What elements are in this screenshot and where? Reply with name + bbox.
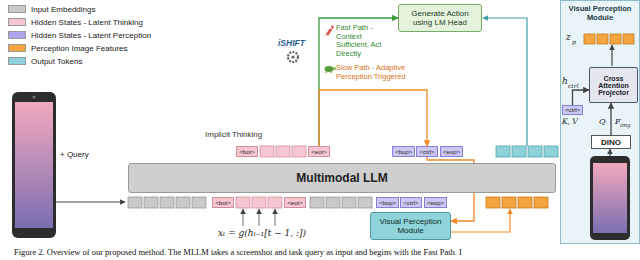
node-text: Multimodal LLM bbox=[296, 171, 387, 185]
legend-row: Input Embeddings bbox=[8, 3, 96, 15]
connector bbox=[319, 18, 398, 146]
perception-token: <ctrl> bbox=[400, 197, 422, 208]
node-text: Visual Perception Module bbox=[372, 217, 449, 235]
phone-body bbox=[12, 92, 56, 238]
thinking-token: <eot> bbox=[308, 146, 330, 157]
phone-screen bbox=[593, 163, 627, 233]
legend-swatch bbox=[8, 18, 26, 26]
node-text: <ctrl> bbox=[403, 200, 418, 206]
gear-icon bbox=[288, 52, 298, 62]
perception-box: Visual Perception Module bbox=[370, 212, 451, 240]
legend-swatch bbox=[8, 5, 26, 13]
node-text: <ctrl> bbox=[419, 149, 434, 155]
legend-row: Output Tokens bbox=[8, 55, 82, 67]
legend-text: Perception Image Features bbox=[31, 44, 128, 53]
action-box: Generate Action using LM Head bbox=[398, 4, 482, 32]
ctrl-token: <ctrl> bbox=[562, 105, 583, 115]
node-text: DINO bbox=[601, 138, 621, 147]
path-label: Fast Path - Context Sufficient, Act Dire… bbox=[336, 24, 396, 59]
legend-row: Perception Image Features bbox=[8, 42, 128, 54]
projector-box: Cross Attention Projector bbox=[589, 67, 638, 103]
perception-token: <eop> bbox=[424, 197, 447, 208]
node-text: <bop> bbox=[379, 200, 396, 206]
llm-band: Multimodal LLM bbox=[128, 163, 556, 193]
legend-swatch bbox=[8, 57, 26, 65]
connector bbox=[610, 103, 611, 135]
symbol: z bbox=[566, 32, 571, 42]
subscript: p bbox=[572, 38, 576, 45]
rocket-icon bbox=[324, 25, 334, 36]
phone-camera bbox=[33, 96, 36, 99]
legend-row: Hidden States - Latent Thinking bbox=[8, 16, 143, 28]
method-name: iSHIFT bbox=[278, 38, 305, 48]
node-text: <bot> bbox=[239, 149, 254, 155]
legend-row: Hidden States - Latent Perception bbox=[8, 29, 151, 41]
encoder-box: DINO bbox=[591, 135, 631, 149]
phone-body bbox=[590, 156, 630, 240]
subscript: ctrl bbox=[568, 82, 579, 89]
input-label: + Query bbox=[60, 150, 89, 159]
legend-swatch bbox=[8, 31, 26, 39]
node-text: <bot> bbox=[215, 200, 230, 206]
perception-token: <bop> bbox=[376, 197, 399, 208]
perception-token: <bop> bbox=[392, 146, 415, 157]
figure-caption: Figure 2. Overview of our proposed metho… bbox=[14, 247, 462, 257]
input-tokens bbox=[128, 197, 372, 208]
connector bbox=[319, 90, 427, 146]
phone-screen bbox=[15, 102, 53, 228]
legend-swatch bbox=[8, 44, 26, 52]
symbol: K, V bbox=[562, 117, 578, 126]
node-text: Generate Action using LM Head bbox=[401, 9, 479, 27]
formula: xₜ = g(hₜ₋₁[t − 1, :]) bbox=[218, 228, 306, 238]
turtle-icon bbox=[325, 66, 337, 73]
node-text: Visual Perception Module bbox=[563, 4, 637, 22]
node-text: <ctrl> bbox=[565, 107, 580, 113]
node-text: Cross Attention Projector bbox=[591, 75, 636, 96]
node-text: <bop> bbox=[395, 149, 412, 155]
output-tokens bbox=[496, 146, 558, 157]
symbol: h bbox=[562, 76, 568, 86]
perception-token: <eop> bbox=[440, 146, 463, 157]
connector bbox=[573, 90, 590, 105]
annotation: Implicit Thinking bbox=[205, 130, 262, 139]
node-text: <eot> bbox=[287, 200, 302, 206]
legend-text: Hidden States - Latent Thinking bbox=[31, 18, 143, 27]
perception-token: <ctrl> bbox=[416, 146, 438, 157]
node-text: <eop> bbox=[443, 149, 460, 155]
node-text: <eop> bbox=[427, 200, 444, 206]
symbol: Q bbox=[599, 117, 606, 126]
legend-text: Input Embeddings bbox=[31, 5, 96, 14]
thinking-token: <eot> bbox=[284, 197, 306, 208]
panel-ground bbox=[560, 0, 640, 244]
layout-arrows bbox=[56, 18, 612, 232]
thinking-token: <bot> bbox=[212, 197, 234, 208]
path-label: Slow Path - Adaptive Perception Triggere… bbox=[336, 64, 428, 81]
legend-text: Hidden States - Latent Perception bbox=[31, 31, 151, 40]
symbol: F bbox=[615, 117, 621, 126]
thinking-token: <bot> bbox=[236, 146, 258, 157]
subscript: img bbox=[620, 122, 631, 128]
legend-text: Output Tokens bbox=[31, 57, 82, 66]
node-text: <eot> bbox=[311, 149, 326, 155]
